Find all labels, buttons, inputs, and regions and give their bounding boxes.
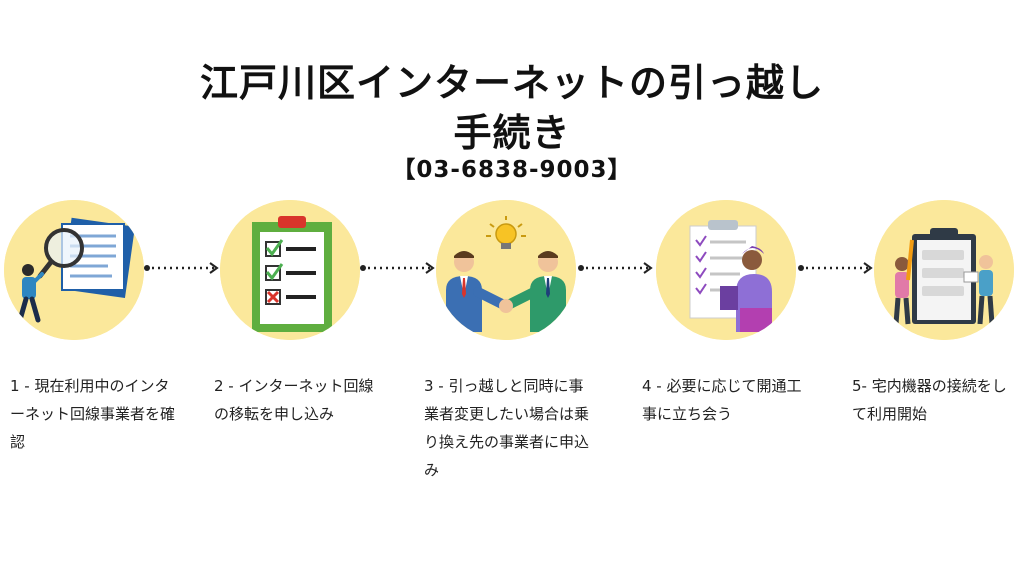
page-title: 江戸川区インターネットの引っ越し [199,61,824,105]
step-5-circle [874,200,1014,340]
magnifier-document-icon [4,200,144,340]
checklist-clipboard-icon [220,200,360,340]
step-1-text: 1 - 現在利用中のインターネット回線事業者を確認 [10,377,176,451]
step-1-circle [4,200,144,340]
phone-number: 【03-6838-9003】 [392,157,632,183]
step-5-text: 5- 宅内機器の接続をして利用開始 [852,377,1007,423]
clipboard-people-icon [874,200,1014,340]
step-2-text: 2 - インターネット回線の移転を申し込み [214,377,374,423]
step-2-circle [220,200,360,340]
handshake-lightbulb-icon [436,200,576,340]
page-title-line2: 手続き [453,111,571,155]
arrow-3 [578,262,654,274]
arrow-1 [144,262,220,274]
step-4-text: 4 - 必要に応じて開通工事に立ち会う [642,377,802,423]
arrow-2 [360,262,436,274]
step-3-text: 3 - 引っ越しと同時に事業者変更したい場合は乗り換え先の事業者に申込み [424,377,590,479]
step-3-circle [436,200,576,340]
step-4-circle [656,200,796,340]
survey-person-icon [656,200,796,340]
arrow-4 [798,262,874,274]
